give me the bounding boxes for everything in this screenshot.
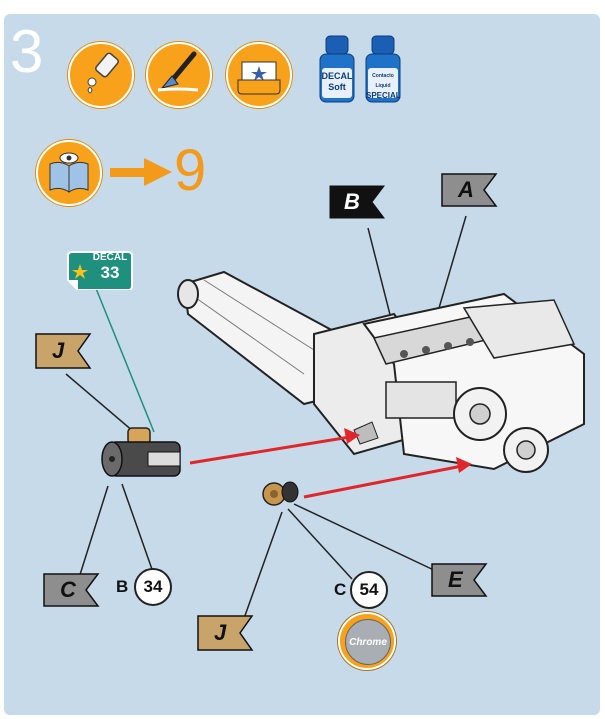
install-arrow-54 [303, 464, 463, 499]
leader-e [293, 503, 439, 573]
decal-number: 33 [100, 263, 120, 282]
leader-c1 [77, 485, 109, 582]
step-number: 3 [10, 18, 44, 85]
install-arrow-34 [189, 435, 351, 465]
decal-label: DECAL [92, 252, 128, 263]
leader-54 [287, 508, 353, 580]
flag-e: E [430, 562, 488, 598]
part-34-sprue: B [116, 577, 129, 596]
flag-a: A [440, 172, 498, 208]
part-54-sprue: C [334, 580, 347, 599]
flag-a-label: A [458, 177, 474, 202]
install-arrow-34-head [344, 428, 360, 444]
leader-34 [121, 483, 155, 576]
decal-leader-line [94, 285, 155, 433]
bottle2-line1: Contacto Liquid [372, 73, 394, 89]
part-54-illustration [262, 481, 299, 506]
install-arrow-54-head [456, 457, 472, 473]
leader-j1 [65, 373, 135, 433]
flag-j-1: J [34, 332, 92, 370]
flag-c-1-label: C [60, 577, 76, 602]
decal-water-tray-icon [226, 42, 292, 108]
decal-soft-bottle-icon: DECAL Soft [316, 34, 358, 104]
install-arrows [189, 428, 472, 499]
bottle2-line2: SPECIAL [366, 91, 401, 100]
leader-j2 [241, 511, 283, 625]
reference-arrow-icon [110, 158, 172, 186]
bottle1-line1: DECAL [321, 71, 353, 81]
instruction-step-panel: 3 DECAL Soft [4, 14, 600, 715]
paint-brush-icon [146, 42, 212, 108]
bottle1-line2: Soft [328, 82, 346, 92]
part-54-number: 54 [350, 571, 388, 609]
flag-b: B [328, 184, 386, 220]
contacto-special-bottle-icon: Contacto Liquid SPECIAL [362, 34, 404, 104]
flag-j-1-label: J [52, 338, 65, 363]
glue-icon [68, 42, 134, 108]
part-34-illustration [101, 427, 181, 477]
flag-e-label: E [448, 567, 463, 592]
chrome-finish-label: Chrome [349, 636, 387, 648]
flag-b-label: B [344, 189, 360, 214]
part-34-number: 34 [134, 568, 172, 606]
chrome-finish-badge: Chrome [338, 612, 396, 670]
leader-lines [65, 215, 467, 625]
flag-j-2: J [196, 614, 254, 652]
decal-33-badge: DECAL 33 [66, 250, 134, 290]
flag-c-1: C [42, 572, 100, 608]
reference-step-number: 9 [174, 138, 207, 203]
book-eye-icon [36, 140, 102, 206]
engine-transmission-illustration [177, 270, 585, 473]
flag-j-2-label: J [214, 620, 227, 645]
